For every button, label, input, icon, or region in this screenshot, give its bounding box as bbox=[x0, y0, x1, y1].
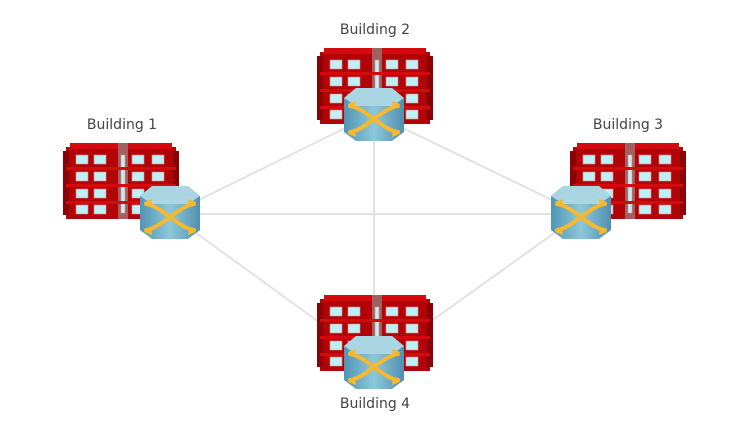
node-b4[interactable] bbox=[316, 294, 434, 391]
node-b1[interactable] bbox=[62, 142, 202, 241]
node-b3[interactable] bbox=[549, 142, 687, 241]
switch-icon bbox=[342, 334, 406, 391]
switch-icon bbox=[342, 86, 406, 143]
link-b2-b3 bbox=[373, 113, 582, 215]
switch-icon bbox=[138, 184, 202, 241]
node-label-b2: Building 2 bbox=[339, 22, 411, 38]
switch-icon bbox=[549, 184, 613, 241]
link-b1-b2 bbox=[169, 113, 375, 215]
node-label-b3: Building 3 bbox=[592, 117, 664, 133]
node-label-b1: Building 1 bbox=[86, 117, 158, 133]
node-b2[interactable] bbox=[316, 47, 434, 143]
node-label-b4: Building 4 bbox=[339, 396, 411, 412]
